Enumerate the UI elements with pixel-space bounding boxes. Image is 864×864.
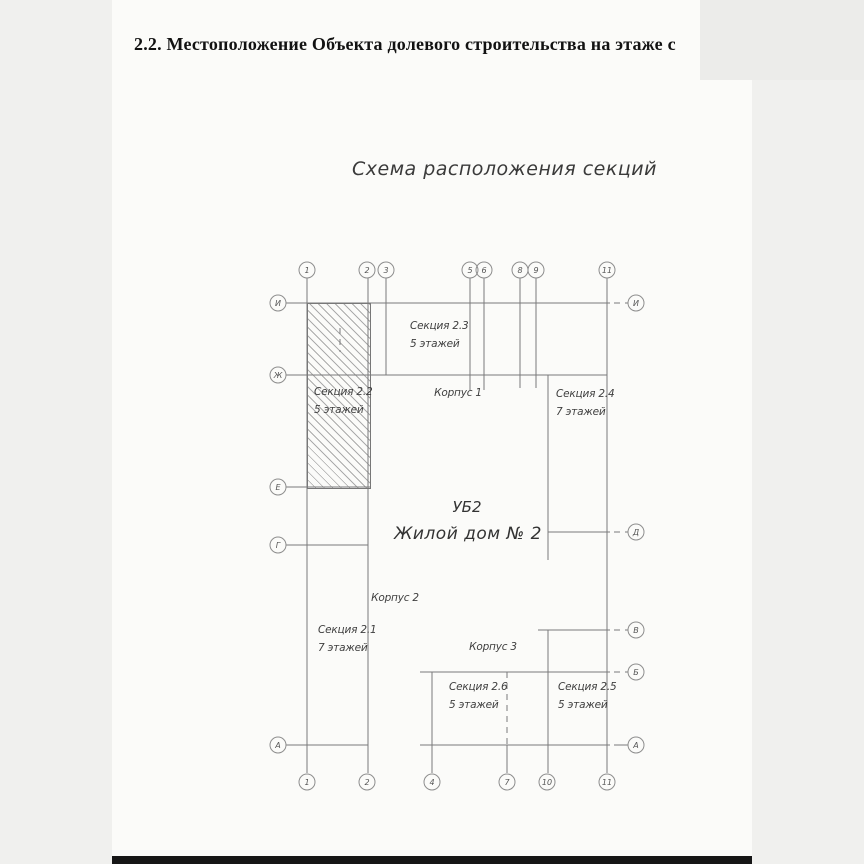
- axis-marker-right-a: А: [627, 736, 645, 754]
- axis-marker-top-3: 3: [377, 261, 395, 279]
- axis-label: 4: [429, 778, 434, 787]
- axis-marker-left-e: Е: [269, 478, 287, 496]
- axis-label: Б: [633, 668, 639, 677]
- axis-label: 1: [304, 778, 309, 787]
- axis-marker-right-b: Б: [627, 663, 645, 681]
- axis-marker-left-i: И: [269, 294, 287, 312]
- axis-label: В: [633, 626, 639, 635]
- axis-marker-right-i: И: [627, 294, 645, 312]
- korpus-1-label: Корпус 1: [434, 387, 482, 399]
- axis-marker-left-zh: Ж: [269, 366, 287, 384]
- axis-label: Ж: [273, 371, 283, 380]
- section-name: Секция 2.6: [449, 681, 508, 693]
- axis-label: 11: [602, 778, 612, 787]
- scan-margin-left: [0, 0, 112, 864]
- section-name: Секция 2.4: [556, 388, 615, 400]
- axis-label: 7: [504, 778, 510, 787]
- axis-marker-top-1: 1: [298, 261, 316, 279]
- axis-marker-bottom-7: 7: [498, 773, 516, 791]
- scan-margin-right: [752, 0, 864, 864]
- axis-marker-left-a: А: [269, 736, 287, 754]
- section-2-6-label: Секция 2.6 5 этажей: [449, 678, 508, 714]
- axis-marker-top-2: 2: [358, 261, 376, 279]
- axis-marker-bottom-10: 10: [538, 773, 556, 791]
- axis-label: 3: [383, 266, 388, 275]
- axis-marker-right-v: В: [627, 621, 645, 639]
- axis-label: Г: [276, 541, 281, 550]
- scheme-title: Схема расположения секций: [352, 158, 657, 180]
- axis-label: И: [633, 299, 639, 308]
- axis-marker-bottom-2: 2: [358, 773, 376, 791]
- axis-marker-left-g: Г: [269, 536, 287, 554]
- axis-label: 6: [481, 266, 486, 275]
- section-floors: 5 этажей: [558, 699, 608, 711]
- section-floors: 7 этажей: [556, 406, 606, 418]
- section-name: Секция 2.2: [314, 386, 373, 398]
- axis-label: 8: [517, 266, 522, 275]
- korpus-2-label: Корпус 2: [371, 592, 419, 604]
- axis-label: А: [274, 741, 280, 750]
- section-floors: 5 этажей: [410, 338, 460, 350]
- section-2-2-label: Секция 2.2 5 этажей: [314, 383, 373, 419]
- axis-label: И: [275, 299, 281, 308]
- axis-label: 11: [602, 266, 612, 275]
- scan-bottom-artifact: [112, 856, 752, 864]
- house-code-label: УБ2: [452, 498, 482, 516]
- section-2-3-label: Секция 2.3 5 этажей: [410, 317, 469, 353]
- axis-marker-bottom-4: 4: [423, 773, 441, 791]
- axis-marker-top-9: 9: [527, 261, 545, 279]
- axis-marker-right-d: Д: [627, 523, 645, 541]
- section-2-4-label: Секция 2.4 7 этажей: [556, 385, 615, 421]
- house-name-label: Жилой дом № 2: [394, 524, 542, 544]
- axis-label: 5: [467, 266, 472, 275]
- axis-marker-bottom-11: 11: [598, 773, 616, 791]
- section-2-5-label: Секция 2.5 5 этажей: [558, 678, 617, 714]
- axis-marker-top-11: 11: [598, 261, 616, 279]
- section-name: Секция 2.1: [318, 624, 377, 636]
- axis-label: 9: [533, 266, 538, 275]
- axis-label: 2: [364, 266, 369, 275]
- axis-marker-top-6: 6: [475, 261, 493, 279]
- axis-label: Е: [275, 483, 281, 492]
- section-floors: 5 этажей: [449, 699, 499, 711]
- diagram-lines: [286, 278, 628, 773]
- section-floors: 5 этажей: [314, 404, 364, 416]
- document-heading: 2.2. Местоположение Объекта долевого стр…: [134, 34, 676, 54]
- axis-label: 1: [304, 266, 309, 275]
- section-name: Секция 2.3: [410, 320, 469, 332]
- axis-label: 10: [542, 778, 552, 787]
- section-name: Секция 2.5: [558, 681, 617, 693]
- axis-label: 2: [364, 778, 369, 787]
- section-floors: 7 этажей: [318, 642, 368, 654]
- axis-label: А: [632, 741, 638, 750]
- axis-label: Д: [632, 528, 639, 537]
- axis-marker-bottom-1: 1: [298, 773, 316, 791]
- scan-corner-shadow: [700, 0, 864, 80]
- section-2-1-label: Секция 2.1 7 этажей: [318, 621, 377, 657]
- axis-marker-top-8: 8: [511, 261, 529, 279]
- korpus-3-label: Корпус 3: [469, 641, 517, 653]
- axis-marker-top-5: 5: [461, 261, 479, 279]
